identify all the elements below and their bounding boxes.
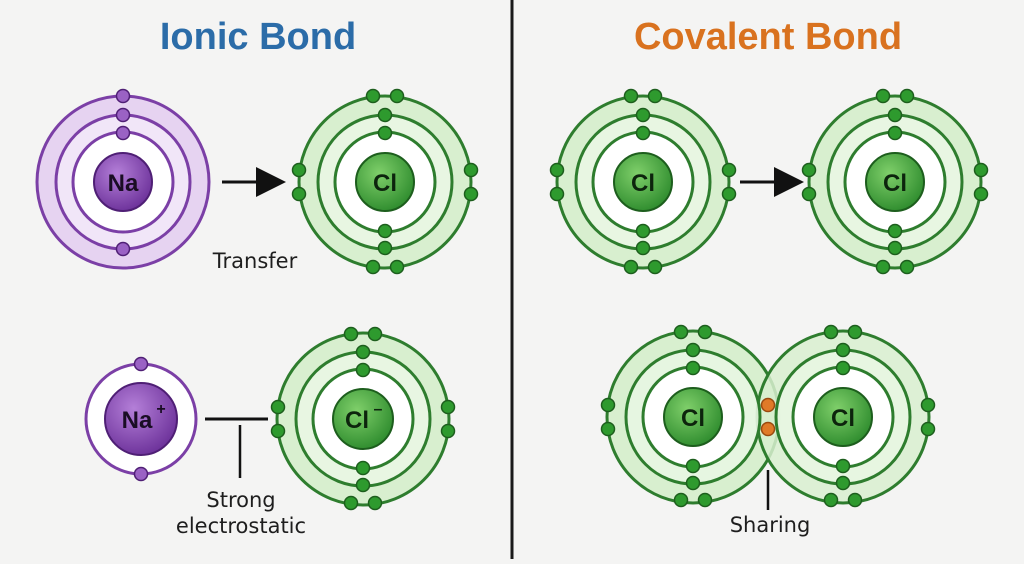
molecule-electrons xyxy=(600,324,936,508)
strong-electrostatic-label: Strong electrostatic xyxy=(166,487,316,539)
chlorine-symbol: Cl xyxy=(373,170,397,197)
sharing-label: Sharing xyxy=(729,513,811,537)
chlorine-atom-right: Cl xyxy=(801,88,989,275)
chlorine-right-electrons xyxy=(801,88,989,275)
sodium-ion-charge: + xyxy=(156,401,165,418)
molecule-left-symbol: Cl xyxy=(681,405,705,432)
chlorine-atom-left: Cl xyxy=(549,88,737,275)
sodium-ion: Na + xyxy=(84,356,198,482)
sodium-electrons xyxy=(115,88,131,257)
strong-label-line1: Strong xyxy=(206,488,276,512)
chlorine-right-symbol: Cl xyxy=(883,170,907,197)
chlorine-electrons xyxy=(291,88,479,275)
chlorine-left-symbol: Cl xyxy=(631,170,655,197)
chlorine-atom-ionic: Cl xyxy=(291,88,479,275)
sodium-ion-electrons xyxy=(133,356,149,482)
transfer-label: Transfer xyxy=(212,249,298,273)
chloride-ion-charge: – xyxy=(374,401,383,418)
molecule-right-symbol: Cl xyxy=(831,405,855,432)
chloride-ion-electrons xyxy=(270,326,456,511)
chloride-ion: Cl – xyxy=(270,326,456,511)
shared-electrons xyxy=(760,397,776,437)
chloride-ion-symbol: Cl xyxy=(345,407,369,434)
covalent-bond-title: Covalent Bond xyxy=(633,16,903,58)
sodium-ion-symbol: Na xyxy=(122,407,153,434)
sodium-symbol: Na xyxy=(108,170,139,197)
chlorine-molecule: Cl Cl xyxy=(600,324,936,508)
sodium-atom: Na xyxy=(35,88,211,270)
strong-label-line2: electrostatic xyxy=(175,514,307,538)
ionic-bond-title: Ionic Bond xyxy=(159,16,357,58)
chlorine-left-electrons xyxy=(549,88,737,275)
